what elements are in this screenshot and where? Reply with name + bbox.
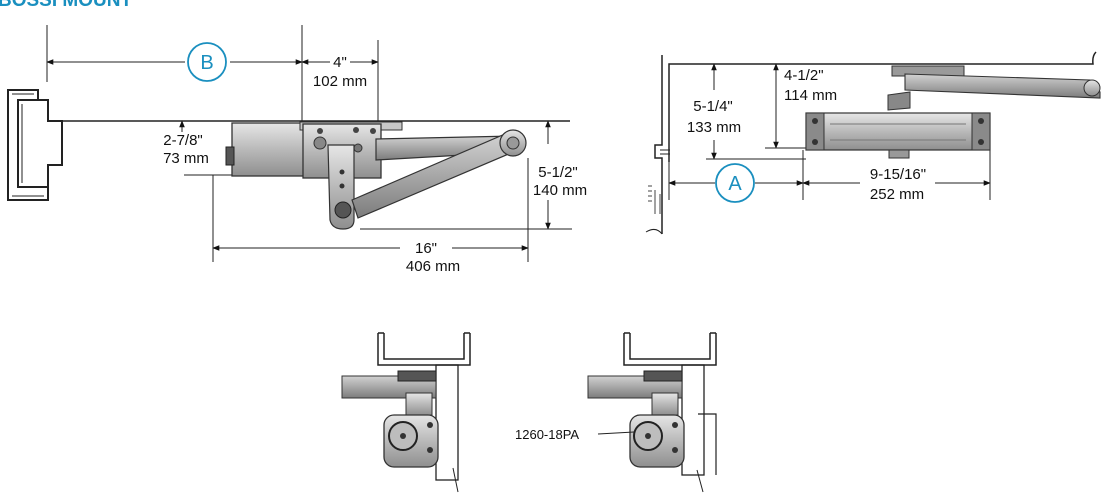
dim-9-15-16in: 9-15/16" xyxy=(870,166,926,183)
callout-a-label: A xyxy=(728,173,742,195)
dim-2-7-8in: 2-7/8" xyxy=(163,132,203,149)
closer-side xyxy=(805,65,1101,159)
dim-406mm: 406 mm xyxy=(406,258,460,275)
dim-252mm: 252 mm xyxy=(870,186,924,203)
callout-b-circle xyxy=(187,42,227,82)
side-view: 5-1/4" 133 mm 4-1/2" 114 mm A 9-15/16" 2… xyxy=(645,51,1101,235)
dim-73mm: 73 mm xyxy=(163,150,209,167)
callout-a-circle xyxy=(715,163,755,203)
dim-140mm: 140 mm xyxy=(533,182,587,199)
dim-4in: 4" xyxy=(333,54,347,71)
dim-5-1-4in: 5-1/4" xyxy=(693,98,733,115)
dim-16in: 16" xyxy=(415,240,437,257)
detail-view-left xyxy=(341,332,471,493)
frame-outline xyxy=(668,51,1097,162)
detail-view-right: 1260-18PA xyxy=(515,332,717,493)
closer-front xyxy=(225,121,527,230)
dim-133mm: 133 mm xyxy=(687,119,741,136)
dim-114mm: 114 mm xyxy=(784,87,837,104)
page-heading: BOSSI MOUNT xyxy=(0,0,132,11)
callout-b-label: B xyxy=(200,52,213,74)
part-label: 1260-18PA xyxy=(515,427,579,442)
door-frame-profile xyxy=(7,89,63,201)
dim-102mm: 102 mm xyxy=(313,73,367,90)
dim-5-1-2in: 5-1/2" xyxy=(538,164,578,181)
front-view: B 4" 102 mm 2-7/8" 73 mm 5-1/2" 140 mm 1… xyxy=(7,25,587,275)
dim-4-1-2in: 4-1/2" xyxy=(784,67,824,84)
